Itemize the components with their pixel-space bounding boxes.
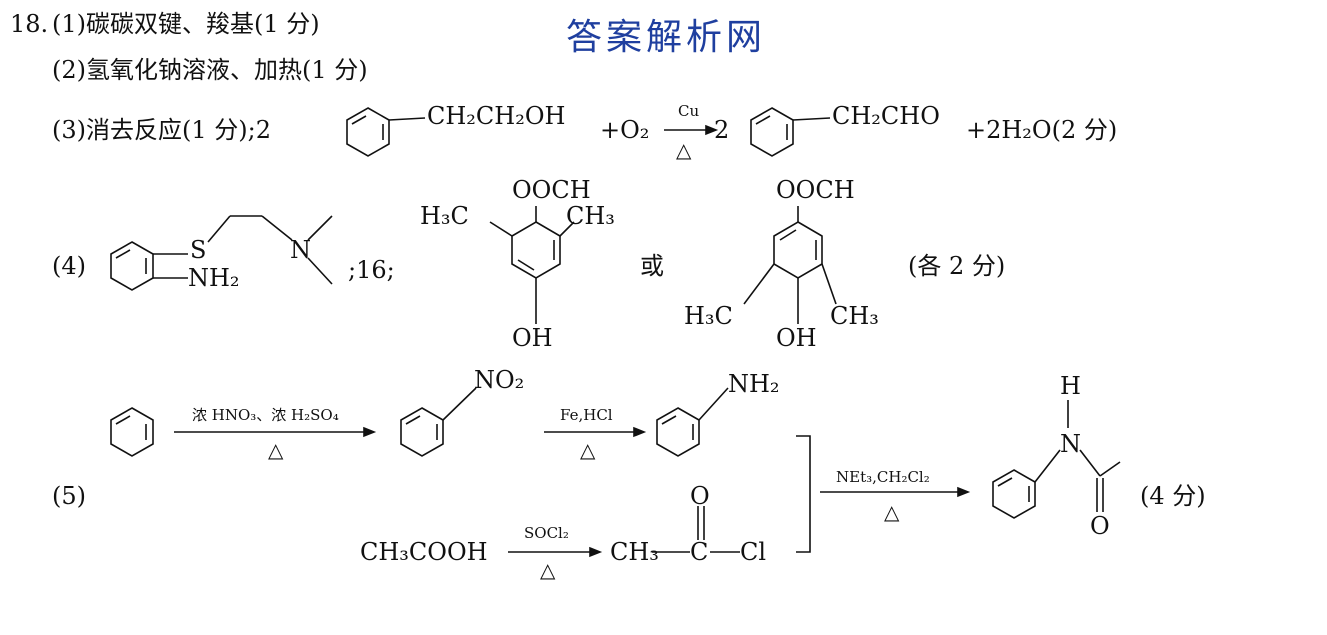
methyl-left-1: H₃C [420,202,469,230]
nitro-group: NO₂ [474,366,525,394]
heat-symbol-3: △ [540,558,556,582]
methyl-left-2: H₃C [684,302,733,330]
water-term: +2H₂O(2 分) [966,116,1118,144]
answer-part-1: (1)碳碳双键、羧基(1 分) [52,10,320,38]
reactant-substituent: CH₂CH₂OH [427,102,566,130]
answer-part-5-label: (5) [52,482,86,510]
acyl-methyl: CH₃ [610,538,659,566]
oxygen-term: +O₂ [600,116,650,144]
separator-16: ;16; [348,256,395,284]
heat-symbol-1: △ [268,438,284,462]
amino-product: NH₂ [728,370,780,398]
methyl-right-2: CH₃ [830,302,879,330]
acyl-chlorine: Cl [740,538,767,566]
product-substituent: CH₂CHO [832,102,940,130]
acetic-acid: CH₃COOH [360,538,488,566]
question-number: 18. [10,10,49,38]
reduction-condition: Fe,HCl [560,406,613,424]
amide-hydrogen: H [1060,372,1081,400]
benzene-ring-reactant [346,107,426,157]
ester-group-2: OOCH [776,176,855,204]
hydroxyl-1: OH [512,324,553,352]
score-part-5: (4 分) [1140,482,1206,510]
copper-catalyst: Cu [678,102,700,120]
thionyl-chloride: SOCl₂ [524,524,569,542]
benzene-start [110,407,154,457]
aniline-ring [656,387,729,457]
acyl-oxygen: O [690,482,710,510]
answer-part-3-prefix: (3)消去反应(1 分);2 [52,116,271,144]
coupling-condition: NEt₃,CH₂Cl₂ [836,468,930,486]
watermark: 答案解析网 [566,17,767,58]
nitration-condition: 浓 HNO₃、浓 H₂SO₄ [192,406,339,424]
fused-ring-part4 [110,215,333,291]
hydroxyl-2: OH [776,324,817,352]
or-text: 或 [640,252,664,280]
nitrobenzene-ring [400,387,477,457]
methyl-right-1: CH₃ [566,202,615,230]
ester-ring-1 [489,206,575,324]
sulfur-atom: S [190,236,207,264]
heat-symbol: △ [676,138,692,162]
amide-nitrogen: N [1060,430,1081,458]
score-part-4: (各 2 分) [908,252,1006,280]
acetanilide-ring [992,400,1121,519]
answer-part-2: (2)氢氧化钠溶液、加热(1 分) [52,56,368,84]
ester-group-1: OOCH [512,176,591,204]
product-coefficient: 2 [714,116,730,144]
amino-group: NH₂ [188,264,240,292]
amide-oxygen: O [1090,512,1110,540]
acyl-carbon: C [690,538,709,566]
answer-part-4-label: (4) [52,252,86,280]
heat-symbol-2: △ [580,438,596,462]
heat-symbol-4: △ [884,500,900,524]
ester-ring-2 [743,206,837,324]
nitrogen-atom: N [290,236,311,264]
benzene-ring-product [750,107,831,157]
